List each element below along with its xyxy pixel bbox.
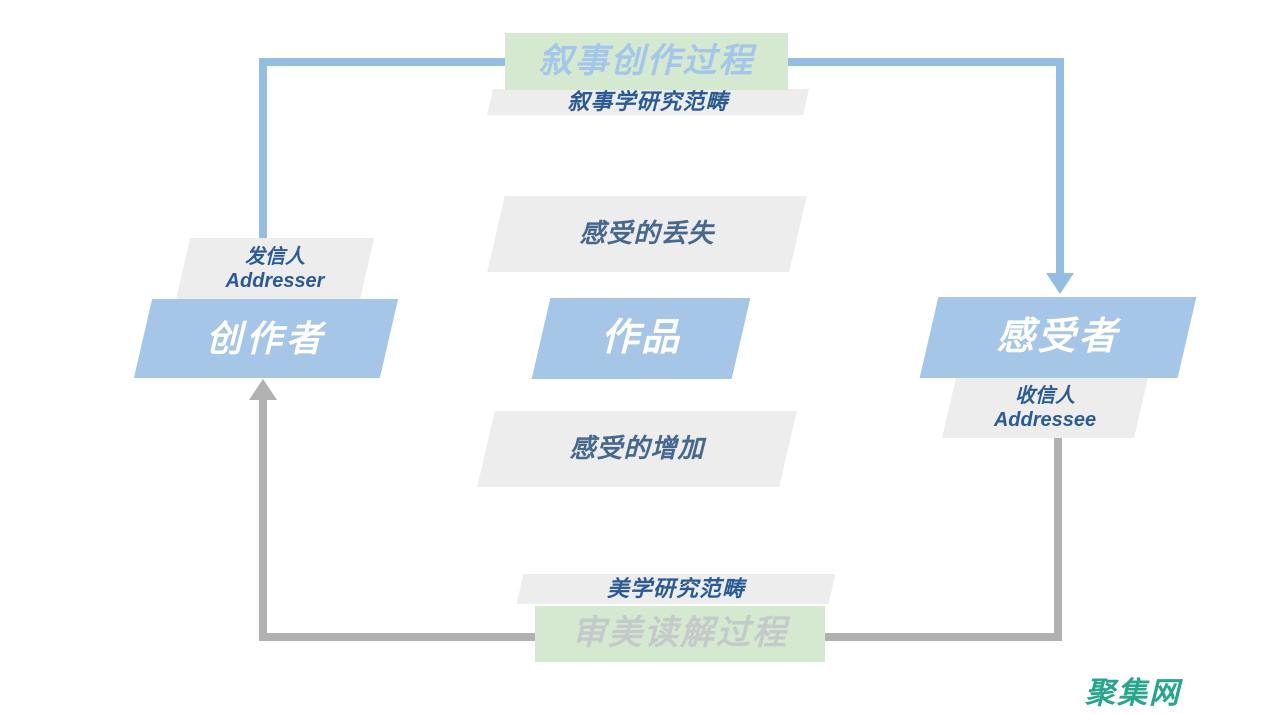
addresser-tag: 发信人 Addresser bbox=[175, 238, 375, 300]
aesthetic-reading-process-box: 审美读解过程 bbox=[535, 606, 825, 662]
addresser-label-zh: 发信人 bbox=[245, 245, 305, 268]
addresser-label-en: Addresser bbox=[225, 270, 325, 292]
addressee-label-zh: 收信人 bbox=[1015, 384, 1075, 407]
work-label: 作品 bbox=[600, 317, 681, 360]
feeling-loss-band: 感受的丢失 bbox=[487, 196, 807, 272]
green-rect-background bbox=[535, 606, 825, 662]
narratology-category-band: 叙事学研究范畴 bbox=[486, 88, 810, 115]
creator-node: 创作者 bbox=[133, 299, 399, 378]
feeling-gain-label: 感受的增加 bbox=[569, 433, 705, 464]
perceiver-node: 感受者 bbox=[919, 297, 1197, 378]
aesthetics-category-label: 美学研究范畴 bbox=[606, 575, 745, 601]
narrative-process-box: 叙事创作过程 bbox=[505, 33, 788, 90]
narrative-process-label: 叙事创作过程 bbox=[538, 41, 755, 80]
green-rect-background bbox=[505, 33, 788, 90]
creator-label: 创作者 bbox=[205, 317, 326, 359]
work-node: 作品 bbox=[531, 298, 751, 379]
perceiver-label: 感受者 bbox=[996, 316, 1120, 359]
blue-connector-left-vertical bbox=[259, 60, 267, 242]
gray-connector-left-vertical bbox=[259, 399, 267, 641]
site-watermark-logo: 聚集网 bbox=[1085, 677, 1181, 710]
addressee-tag: 收信人 Addressee bbox=[942, 378, 1148, 438]
arrow-up-icon bbox=[249, 379, 277, 400]
blue-connector-right-vertical bbox=[1056, 58, 1064, 274]
feeling-gain-band: 感受的增加 bbox=[477, 411, 797, 487]
aesthetics-category-band: 美学研究范畴 bbox=[516, 574, 836, 604]
gray-connector-right-vertical bbox=[1054, 437, 1062, 641]
arrow-down-icon bbox=[1046, 273, 1074, 294]
feeling-loss-label: 感受的丢失 bbox=[579, 218, 715, 249]
narratology-category-label: 叙事学研究范畴 bbox=[567, 88, 729, 114]
aesthetic-reading-process-label: 审美读解过程 bbox=[572, 614, 788, 653]
addressee-label-en: Addressee bbox=[993, 409, 1097, 431]
